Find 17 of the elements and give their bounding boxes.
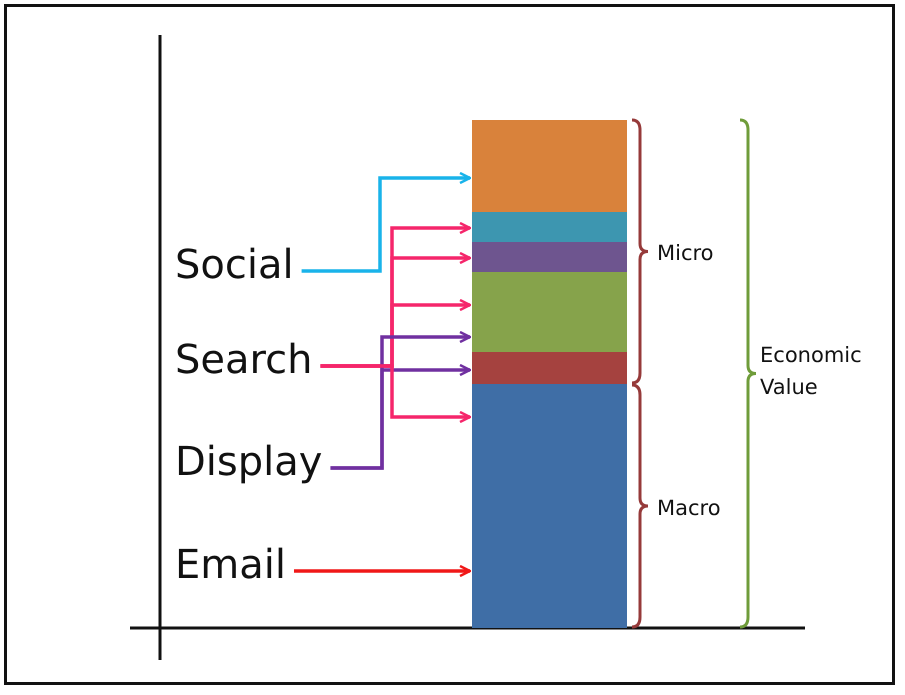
bar-segment	[472, 242, 627, 272]
bracket-label: Macro	[657, 495, 722, 522]
arrow	[330, 364, 472, 470]
arrow	[294, 564, 472, 578]
channel-label: Social	[175, 245, 294, 285]
bar-segment	[472, 212, 627, 242]
arrow	[302, 172, 472, 273]
arrow	[320, 364, 472, 424]
bracket-label: Economic Value	[760, 342, 863, 400]
bar-segment	[472, 384, 627, 628]
channel-label: Search	[175, 340, 312, 380]
channel-label: Display	[175, 442, 322, 482]
bar-segment	[472, 272, 627, 352]
bar-segment	[472, 352, 627, 384]
bracket-label: Micro	[657, 240, 715, 267]
channel-label: Email	[175, 545, 286, 585]
bar-segment	[472, 120, 627, 212]
